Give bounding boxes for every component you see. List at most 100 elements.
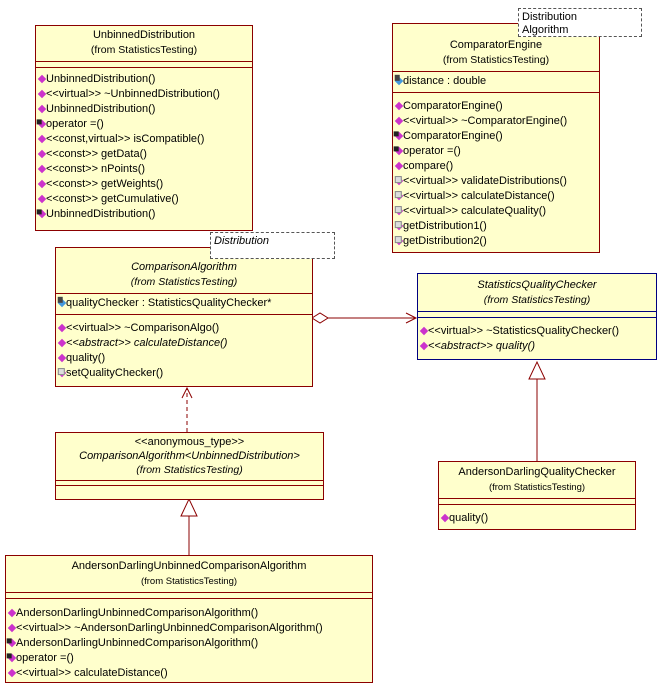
operation-row[interactable]: ComparatorEngine() (393, 99, 599, 114)
note-line: Distribution (214, 235, 270, 247)
public-operation-icon (394, 161, 404, 171)
operation-row[interactable]: <<virtual>> ~ComparatorEngine() (393, 114, 599, 129)
operation-row[interactable]: <<const>> getWeights() (36, 177, 252, 192)
class-package: (from StatisticsTesting) (136, 464, 243, 476)
public-operation-icon (37, 194, 47, 204)
operation-row[interactable]: operator =() (393, 144, 599, 159)
class-package: (from StatisticsTesting) (140, 576, 238, 587)
public-operation-icon (419, 341, 429, 351)
operation-label: <<abstract>> quality() (428, 340, 536, 352)
operation-row[interactable]: UnbinnedDistribution() (36, 207, 252, 222)
operation-label: operator =() (46, 118, 104, 130)
class-name: ComparisonAlgorithm (131, 261, 237, 273)
operation-label: <<virtual>> ~ComparatorEngine() (403, 115, 568, 127)
operation-row[interactable]: compare() (393, 159, 599, 174)
operation-row[interactable]: <<abstract>> quality() (418, 339, 656, 354)
operation-label: ComparatorEngine() (403, 100, 503, 112)
operation-label: AndersonDarlingUnbinnedComparisonAlgorit… (16, 607, 259, 619)
operations-section: <<virtual>> ~ComparisonAlgo()<<abstract>… (56, 314, 312, 381)
operation-row[interactable]: AndersonDarlingUnbinnedComparisonAlgorit… (6, 636, 372, 651)
attributes-section: distance : double (393, 71, 599, 92)
operation-row[interactable]: getDistribution1() (393, 219, 599, 234)
operation-row[interactable]: quality() (439, 511, 635, 526)
operation-label: <<const>> getWeights() (46, 178, 164, 190)
operation-row[interactable]: <<virtual>> calculateQuality() (393, 204, 599, 219)
class-comparison-algorithm[interactable]: ComparisonAlgorithm (from StatisticsTest… (55, 247, 313, 387)
public-operation-icon (394, 116, 404, 126)
operation-row[interactable]: <<const>> getData() (36, 147, 252, 162)
public-operation-icon (37, 149, 47, 159)
operation-row[interactable]: UnbinnedDistribution() (36, 72, 252, 87)
operation-label: getDistribution2() (403, 235, 487, 247)
public-operation-icon (37, 89, 47, 99)
operation-row[interactable]: <<virtual>> calculateDistance() (6, 666, 372, 681)
operation-row[interactable]: <<virtual>> ~UnbinnedDistribution() (36, 87, 252, 102)
protected-operation-icon (394, 131, 404, 141)
protected-operation-icon (37, 209, 47, 219)
private-operation-icon (394, 221, 404, 231)
aggregation-arrowhead (405, 312, 418, 324)
operation-row[interactable]: <<const>> getCumulative() (36, 192, 252, 207)
private-operation-icon (394, 236, 404, 246)
class-package: (from StatisticsTesting) (90, 44, 198, 56)
operations-section: <<virtual>> ~StatisticsQualityChecker()<… (418, 317, 656, 354)
operation-label: <<const>> getCumulative() (46, 193, 179, 205)
operation-row[interactable]: <<abstract>> calculateDistance() (56, 336, 312, 351)
operation-label: <<virtual>> calculateQuality() (403, 205, 547, 217)
operation-label: <<abstract>> calculateDistance() (66, 337, 228, 349)
operations-section: AndersonDarlingUnbinnedComparisonAlgorit… (6, 598, 372, 681)
operation-label: quality() (449, 512, 489, 524)
operation-row[interactable]: <<virtual>> ~ComparisonAlgo() (56, 321, 312, 336)
class-name: AndersonDarlingUnbinnedComparisonAlgorit… (71, 560, 307, 572)
operations-section: ComparatorEngine() <<virtual>> ~Comparato… (393, 92, 599, 249)
operation-row[interactable]: <<const,virtual>> isCompatible() (36, 132, 252, 147)
class-name: UnbinnedDistribution (92, 29, 196, 41)
operation-row[interactable]: <<virtual>> ~AndersonDarlingUnbinnedComp… (6, 621, 372, 636)
operations-section: UnbinnedDistribution() <<virtual>> ~Unbin… (36, 67, 252, 222)
operation-label: operator =() (16, 652, 74, 664)
class-stereotype: <<anonymous_type>> (134, 436, 245, 448)
operation-label: ComparatorEngine() (403, 130, 503, 142)
class-name: ComparisonAlgorithm<UnbinnedDistribution… (79, 450, 300, 462)
operation-row[interactable]: <<virtual>> calculateDistance() (393, 189, 599, 204)
template-parameter-note: Distribution Algorithm (518, 8, 642, 37)
operation-row[interactable]: AndersonDarlingUnbinnedComparisonAlgorit… (6, 606, 372, 621)
operation-row[interactable]: <<const>> nPoints() (36, 162, 252, 177)
operation-row[interactable]: ComparatorEngine() (393, 129, 599, 144)
operation-label: <<virtual>> ~UnbinnedDistribution() (46, 88, 220, 100)
operation-row[interactable]: quality() (56, 351, 312, 366)
operation-row[interactable]: <<virtual>> ~StatisticsQualityChecker() (418, 324, 656, 339)
public-operation-icon (57, 353, 67, 363)
note-line: Algorithm (522, 24, 569, 36)
operation-label: UnbinnedDistribution() (46, 73, 156, 85)
operations-section: quality() (439, 504, 635, 526)
operation-row[interactable]: getDistribution2() (393, 234, 599, 249)
protected-operation-icon (37, 119, 47, 129)
class-anderson-darling-unbinned-comparison-algorithm[interactable]: AndersonDarlingUnbinnedComparisonAlgorit… (5, 555, 373, 683)
operation-label: getDistribution1() (403, 220, 487, 232)
attribute-label: qualityChecker : StatisticsQualityChecke… (66, 297, 272, 309)
private-operation-icon (57, 368, 67, 378)
class-statistics-quality-checker[interactable]: StatisticsQualityChecker (from Statistic… (417, 273, 657, 360)
operation-row[interactable]: UnbinnedDistribution() (36, 102, 252, 117)
operation-label: <<virtual>> validateDistributions() (403, 175, 567, 187)
class-comparator-engine[interactable]: ComparatorEngine (from StatisticsTesting… (392, 23, 600, 253)
operation-label: <<virtual>> calculateDistance() (16, 667, 168, 679)
public-operation-icon (7, 623, 17, 633)
class-package: (from StatisticsTesting) (488, 482, 586, 493)
operation-row[interactable]: operator =() (36, 117, 252, 132)
operation-label: <<virtual>> ~AndersonDarlingUnbinnedComp… (16, 622, 323, 634)
operation-row[interactable]: setQualityChecker() (56, 366, 312, 381)
operation-row[interactable]: operator =() (6, 651, 372, 666)
class-package: (from StatisticsTesting) (483, 294, 591, 306)
bind-dependency-arrowhead (181, 386, 193, 399)
protected-operation-icon (7, 653, 17, 663)
class-unbinned-distribution[interactable]: UnbinnedDistribution (from StatisticsTes… (35, 25, 253, 231)
class-anonymous-type[interactable]: <<anonymous_type>> ComparisonAlgorithm<U… (55, 432, 324, 500)
operation-row[interactable]: <<virtual>> validateDistributions() (393, 174, 599, 189)
operation-label: compare() (403, 160, 454, 172)
aggregation-diamond (311, 312, 329, 324)
attribute-label: distance : double (403, 75, 487, 87)
class-anderson-darling-quality-checker[interactable]: AndersonDarlingQualityChecker (from Stat… (438, 461, 636, 530)
public-operation-icon (419, 326, 429, 336)
